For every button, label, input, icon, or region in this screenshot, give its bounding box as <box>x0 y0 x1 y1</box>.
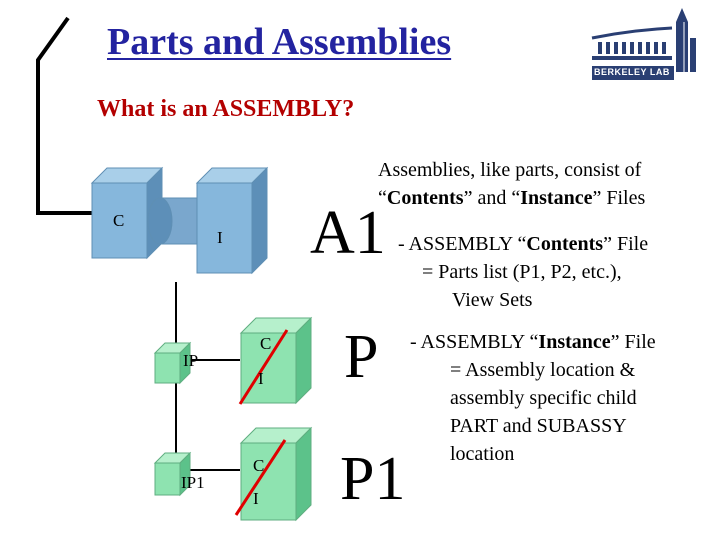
label-p1: P1 <box>340 445 406 513</box>
subtitle: What is an ASSEMBLY? <box>97 96 355 122</box>
intro-line-1: Assemblies, like parts, consist of <box>378 159 642 181</box>
contents-line-1: - ASSEMBLY “Contents” File <box>398 233 649 255</box>
tag-c-assembly: C <box>113 211 125 230</box>
contents-line-2: = Parts list (P1, P2, etc.), <box>422 261 622 283</box>
instance-line-2: = Assembly location & <box>450 359 636 381</box>
tag-c-part1: C <box>253 456 265 475</box>
intro-line-2-text: “Contents” and “Instance” Files <box>378 187 646 209</box>
tag-i-assembly: I <box>217 228 223 247</box>
page-title: Parts and Assemblies <box>107 21 452 63</box>
tag-i-part: I <box>258 369 264 388</box>
intro-line-2: “Contents” and “Instance” Files <box>378 184 645 212</box>
tag-i-part1: I <box>253 489 259 508</box>
instance-line-1: - ASSEMBLY “Instance” File <box>410 331 656 353</box>
instance-line-3: assembly specific child <box>450 387 637 409</box>
tag-c-part: C <box>260 334 272 353</box>
instance-bullet: - ASSEMBLY “Instance” File = Assembly lo… <box>410 328 656 468</box>
instance-line-5: location <box>450 443 515 465</box>
instance-line-4: PART and SUBASSY <box>450 415 627 437</box>
label-a1: A1 <box>310 199 386 267</box>
contents-line-3: View Sets <box>452 289 533 311</box>
tag-ip: IP <box>183 351 199 370</box>
intro-text: Assemblies, like parts, consist of “Cont… <box>378 156 645 212</box>
logo-text: BERKELEY LAB <box>594 67 670 77</box>
contents-bullet: - ASSEMBLY “Contents” File = Parts list … <box>398 230 648 314</box>
label-p: P <box>344 323 379 391</box>
tag-ip1: IP1 <box>181 473 205 492</box>
